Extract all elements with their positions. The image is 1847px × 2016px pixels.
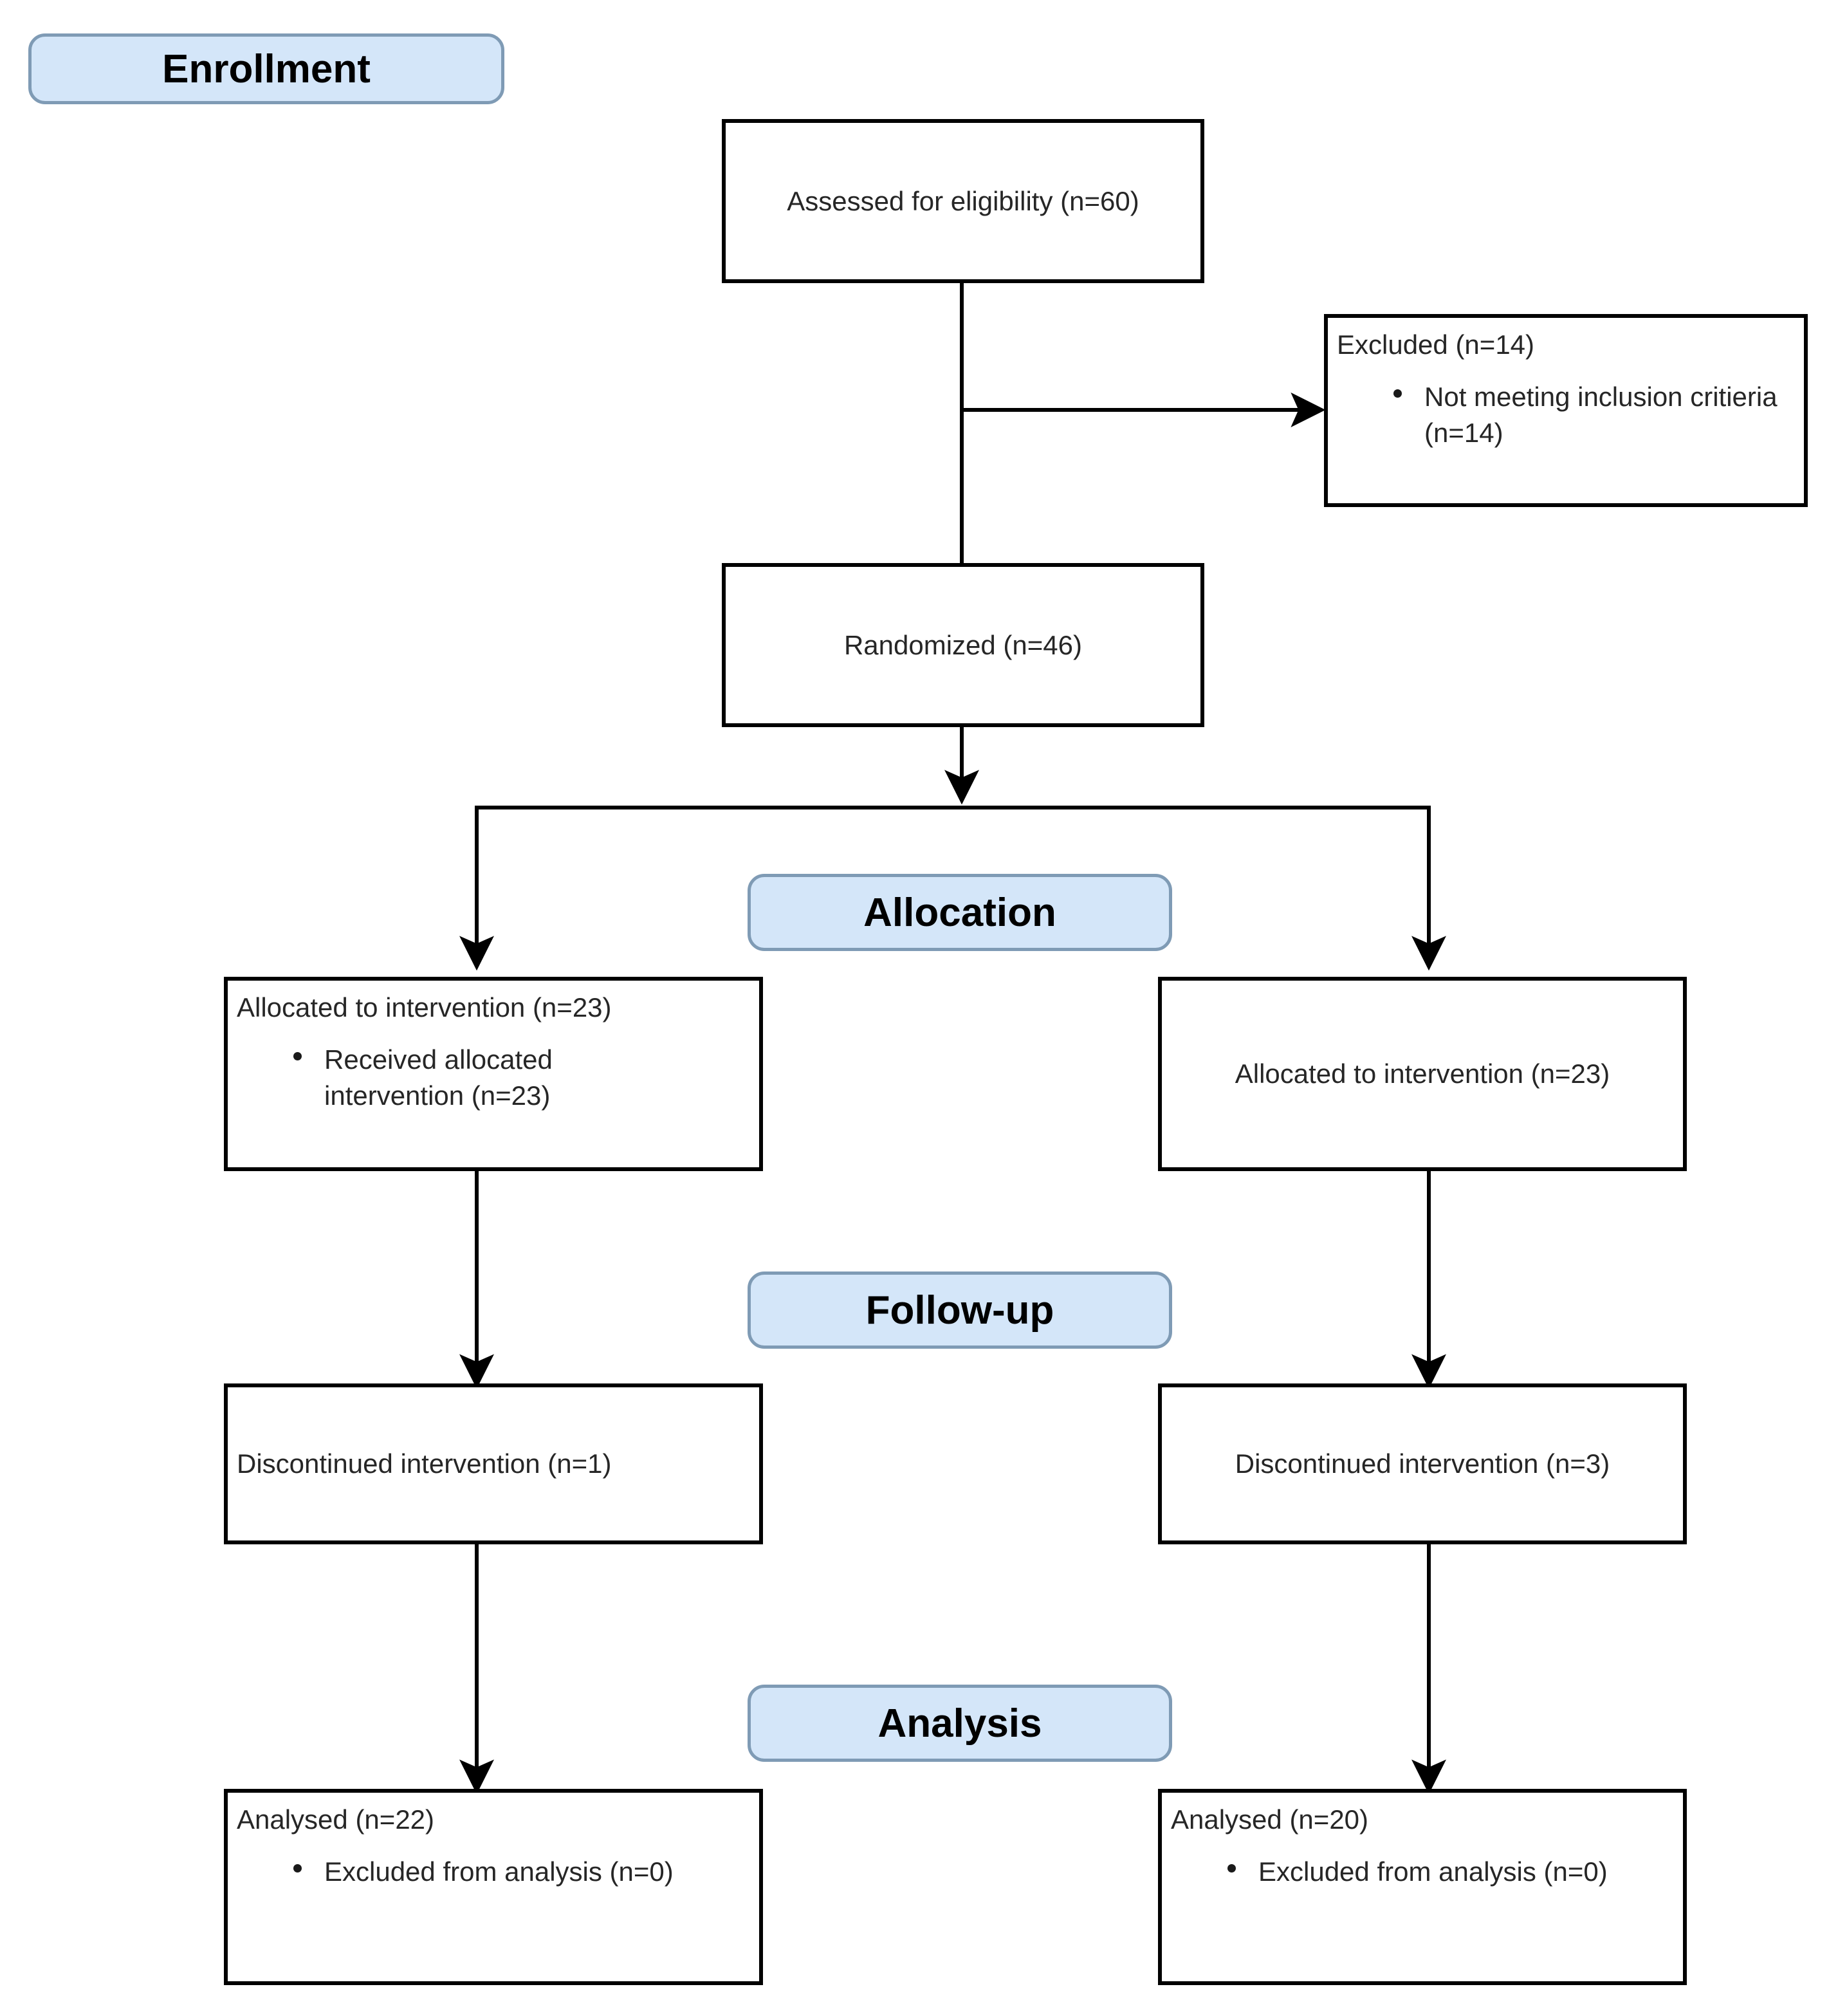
list-item: Not meeting inclusion critieria (n=14) [1393, 379, 1785, 450]
alloc-right-text: Allocated to intervention (n=23) [1235, 1059, 1610, 1089]
alloc-left-bullet-0: Received allocated intervention (n=23) [324, 1044, 553, 1111]
alloc-left-bullet-list: Received allocated intervention (n=23) [228, 1042, 759, 1113]
node-allocated-left: Allocated to intervention (n=23) Receive… [224, 977, 763, 1171]
bullet-dot-icon [293, 1864, 302, 1873]
bullet-dot-icon [1393, 389, 1402, 398]
analysis-left-bullet-0: Excluded from analysis (n=0) [324, 1856, 674, 1887]
node-analysed-left: Analysed (n=22) Excluded from analysis (… [224, 1789, 763, 1985]
node-excluded: Excluded (n=14) Not meeting inclusion cr… [1324, 314, 1808, 507]
list-item: Excluded from analysis (n=0) [1227, 1854, 1619, 1889]
excluded-bullet-list: Not meeting inclusion critieria (n=14) [1328, 379, 1804, 450]
analysis-right-bullet-0: Excluded from analysis (n=0) [1258, 1856, 1608, 1887]
assessed-text: Assessed for eligibility (n=60) [787, 185, 1139, 216]
analysis-left-bullet-list: Excluded from analysis (n=0) [228, 1854, 759, 1889]
node-discontinued-left: Discontinued intervention (n=1) [224, 1383, 763, 1544]
node-discontinued-right: Discontinued intervention (n=3) [1158, 1383, 1687, 1544]
stage-label-followup: Follow-up [865, 1288, 1054, 1333]
analysis-right-heading: Analysed (n=20) [1171, 1804, 1369, 1835]
analysis-right-bullet-list: Excluded from analysis (n=0) [1162, 1854, 1683, 1889]
follow-right-text: Discontinued intervention (n=3) [1235, 1448, 1610, 1479]
list-item: Excluded from analysis (n=0) [293, 1854, 685, 1889]
stage-badge-followup: Follow-up [748, 1272, 1172, 1349]
stage-label-analysis: Analysis [878, 1701, 1042, 1746]
node-randomized: Randomized (n=46) [722, 563, 1204, 727]
stage-label-enrollment: Enrollment [162, 46, 371, 91]
alloc-left-heading: Allocated to intervention (n=23) [237, 992, 612, 1022]
excluded-heading: Excluded (n=14) [1337, 329, 1535, 360]
stage-badge-enrollment: Enrollment [28, 33, 504, 104]
node-allocated-right: Allocated to intervention (n=23) [1158, 977, 1687, 1171]
node-assessed-for-eligibility: Assessed for eligibility (n=60) [722, 119, 1204, 283]
list-item: Received allocated intervention (n=23) [293, 1042, 685, 1113]
excluded-bullet-0: Not meeting inclusion critieria (n=14) [1424, 382, 1778, 448]
bullet-dot-icon [1227, 1864, 1236, 1873]
bullet-dot-icon [293, 1052, 302, 1061]
stage-badge-analysis: Analysis [748, 1685, 1172, 1762]
stage-label-allocation: Allocation [863, 890, 1056, 935]
follow-left-text: Discontinued intervention (n=1) [237, 1448, 612, 1479]
stage-badge-allocation: Allocation [748, 874, 1172, 951]
node-analysed-right: Analysed (n=20) Excluded from analysis (… [1158, 1789, 1687, 1985]
analysis-left-heading: Analysed (n=22) [237, 1804, 435, 1835]
randomized-text: Randomized (n=46) [843, 629, 1083, 660]
